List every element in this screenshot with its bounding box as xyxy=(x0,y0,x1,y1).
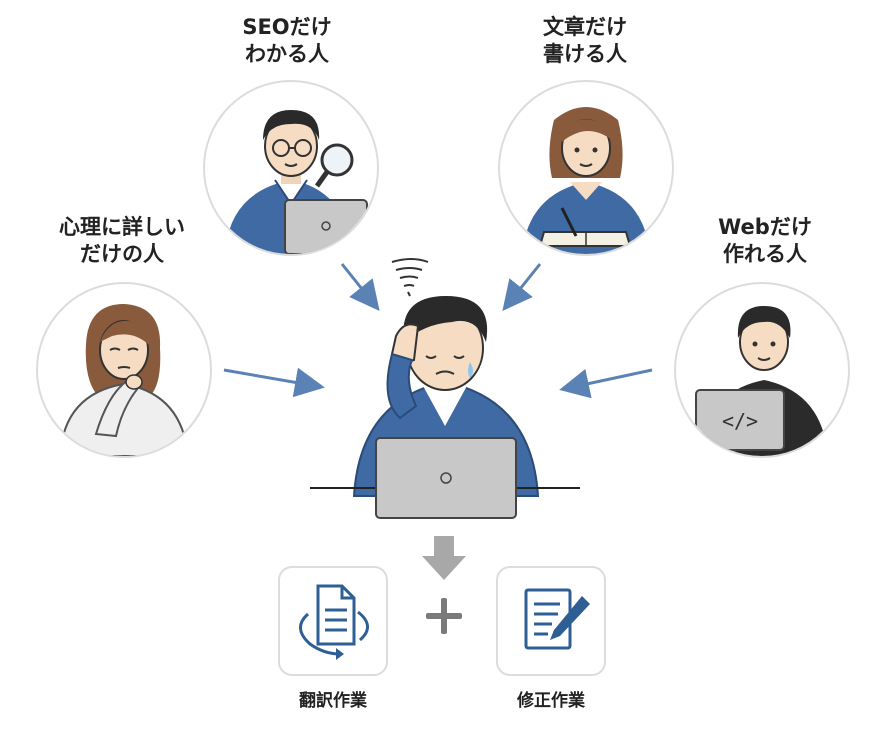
writer-person-circle xyxy=(498,80,674,256)
seo-label: SEOだけ わかる人 xyxy=(222,14,352,68)
center-troubled-person xyxy=(300,250,590,520)
arrow-from-web xyxy=(559,368,653,399)
down-arrow-icon xyxy=(422,536,466,580)
translate-label: 翻訳作業 xyxy=(299,691,367,711)
arrow-from-seo xyxy=(340,263,380,312)
revise-card xyxy=(496,566,606,676)
web-person-circle: </> xyxy=(674,282,850,458)
arrow-from-writer xyxy=(502,263,542,312)
psych-label-line1: 心理に詳しい xyxy=(59,215,185,239)
writer-label-line1: 文章だけ xyxy=(543,15,627,39)
translate-document-icon xyxy=(299,584,369,660)
web-label-line1: Webだけ xyxy=(718,215,812,239)
plus-icon xyxy=(424,596,464,636)
web-person-illustration: </> xyxy=(695,306,828,456)
writer-label: 文章だけ 書ける人 xyxy=(520,14,650,68)
web-label-line2: 作れる人 xyxy=(723,242,807,266)
writer-label-line2: 書ける人 xyxy=(543,42,627,66)
translate-card xyxy=(278,566,388,676)
revise-label: 修正作業 xyxy=(517,691,585,711)
psych-label: 心理に詳しい だけの人 xyxy=(42,214,202,268)
arrow-from-psych xyxy=(223,367,325,398)
seo-label-line1: SEOだけ xyxy=(242,15,332,39)
revise-document-icon xyxy=(524,588,590,650)
web-label: Webだけ 作れる人 xyxy=(700,214,830,268)
writer-person-illustration xyxy=(522,107,650,254)
seo-label-line2: わかる人 xyxy=(245,42,329,66)
psych-person-illustration xyxy=(58,304,190,456)
psych-label-line2: だけの人 xyxy=(80,242,164,266)
code-icon: </> xyxy=(722,409,758,433)
confusion-swirl-icon xyxy=(391,258,429,297)
troubled-person-illustration xyxy=(310,258,580,519)
psych-person-circle xyxy=(36,282,212,458)
seo-person-circle xyxy=(203,80,379,256)
